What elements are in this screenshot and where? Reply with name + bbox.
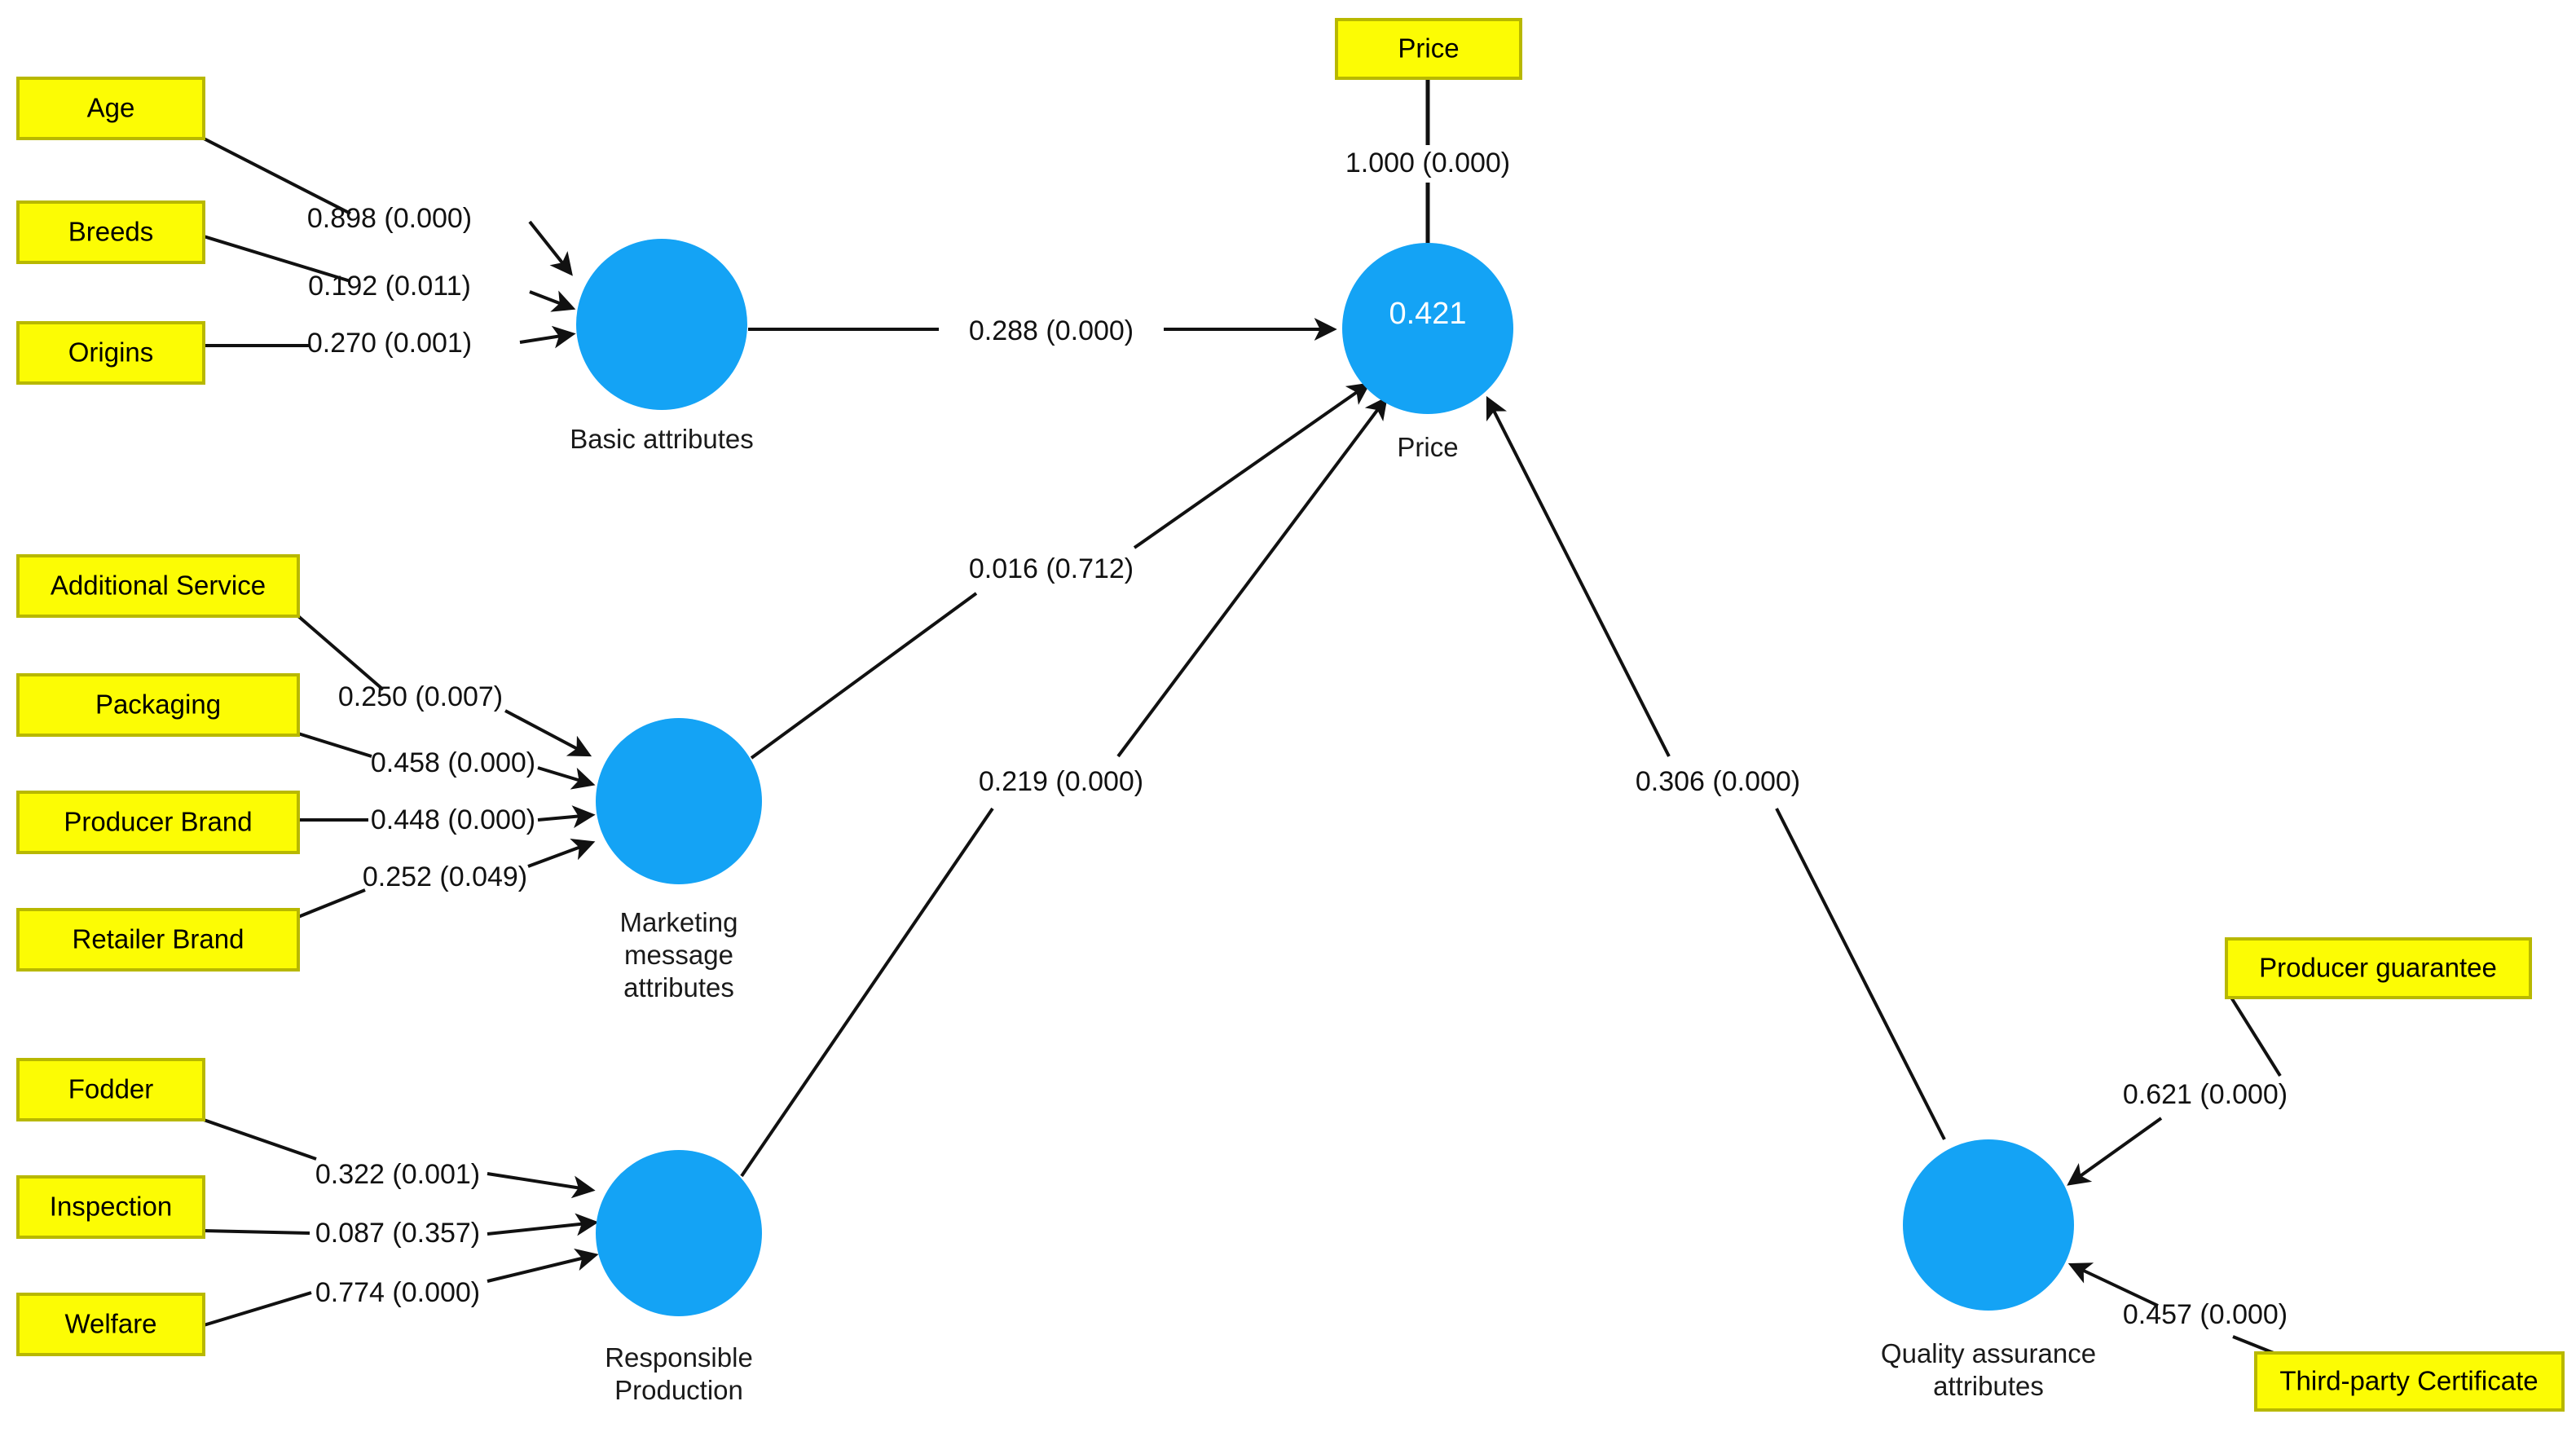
latent-basic-attributes[interactable]: Basic attributes bbox=[570, 239, 754, 454]
indicator-price[interactable]: Price bbox=[1335, 18, 1522, 80]
edge-prodbrand-marketing bbox=[298, 805, 596, 829]
indicator-breeds[interactable]: Breeds bbox=[16, 200, 205, 264]
indicator-fodder[interactable]: Fodder bbox=[16, 1058, 205, 1121]
edge-welfare-responsible bbox=[203, 1248, 599, 1327]
edge-addl-marketing bbox=[297, 615, 592, 757]
latent-caption-marketing-line3: attributes bbox=[623, 972, 734, 1002]
indicator-third-party-certificate[interactable]: Third-party Certificate bbox=[2254, 1351, 2565, 1412]
indicator-producer-guarantee[interactable]: Producer guarantee bbox=[2225, 937, 2532, 999]
edge-age-basic bbox=[203, 137, 573, 276]
edge-origins-basic bbox=[204, 325, 576, 349]
edge-label-fodder-responsible: 0.322 (0.001) bbox=[315, 1159, 480, 1190]
latent-caption-quality-line1: Quality assurance bbox=[1881, 1338, 2096, 1368]
indicator-label-third-party-certificate: Third-party Certificate bbox=[2279, 1366, 2538, 1396]
indicator-origins[interactable]: Origins bbox=[16, 321, 205, 385]
indicator-label-age: Age bbox=[87, 93, 135, 123]
indicator-label-producer-brand: Producer Brand bbox=[64, 807, 252, 837]
latent-responsible-production[interactable]: Responsible Production bbox=[596, 1150, 762, 1405]
latent-caption-responsible-line2: Production bbox=[614, 1375, 743, 1405]
latent-caption-marketing-line1: Marketing bbox=[620, 907, 738, 937]
indicator-label-producer-guarantee: Producer guarantee bbox=[2259, 953, 2497, 983]
edge-layer bbox=[203, 78, 2282, 1355]
edge-breeds-basic bbox=[203, 235, 576, 312]
edge-thirdparty-quality bbox=[2067, 1262, 2274, 1355]
indicator-welfare[interactable]: Welfare bbox=[16, 1293, 205, 1356]
latent-marketing-message-attributes[interactable]: Marketing message attributes bbox=[596, 718, 762, 1002]
edge-label-breeds-basic: 0.192 (0.011) bbox=[308, 271, 471, 302]
latent-caption-price: Price bbox=[1397, 432, 1458, 462]
edge-label-producer-brand-marketing: 0.448 (0.000) bbox=[371, 804, 535, 835]
indicator-layer: Age Breeds Origins Additional Service Pa… bbox=[16, 18, 2565, 1412]
edge-label-marketing-price: 0.016 (0.712) bbox=[969, 553, 1134, 584]
edge-label-additional-service-marketing: 0.250 (0.007) bbox=[338, 681, 503, 712]
edge-label-welfare-responsible: 0.774 (0.000) bbox=[315, 1277, 480, 1308]
edge-label-layer: 0.898 (0.000) 0.192 (0.011) 0.270 (0.001… bbox=[307, 148, 2288, 1330]
edge-label-origins-basic: 0.270 (0.001) bbox=[307, 328, 472, 359]
edge-label-inspection-responsible: 0.087 (0.357) bbox=[315, 1218, 480, 1249]
latent-quality-assurance-attributes[interactable]: Quality assurance attributes bbox=[1881, 1139, 2096, 1401]
latent-value-price: 0.421 bbox=[1389, 297, 1466, 331]
edge-label-price-indicator-price: 1.000 (0.000) bbox=[1345, 148, 1510, 178]
indicator-label-retailer-brand: Retailer Brand bbox=[73, 924, 244, 954]
indicator-producer-brand[interactable]: Producer Brand bbox=[16, 791, 300, 854]
edge-marketing-price bbox=[750, 382, 1371, 760]
latent-caption-basic-attributes: Basic attributes bbox=[570, 424, 754, 454]
indicator-additional-service[interactable]: Additional Service bbox=[16, 554, 300, 618]
latent-caption-marketing-line2: message bbox=[624, 940, 733, 970]
edge-label-age-basic: 0.898 (0.000) bbox=[307, 203, 472, 234]
edge-label-packaging-marketing: 0.458 (0.000) bbox=[371, 747, 535, 778]
indicator-inspection[interactable]: Inspection bbox=[16, 1175, 205, 1239]
latent-caption-responsible-line1: Responsible bbox=[605, 1342, 753, 1373]
indicator-label-origins: Origins bbox=[68, 337, 154, 368]
edge-quality-price bbox=[1486, 395, 1946, 1140]
edge-label-responsible-price: 0.219 (0.000) bbox=[979, 766, 1143, 797]
edge-packaging-marketing bbox=[297, 732, 596, 790]
indicator-label-fodder: Fodder bbox=[68, 1074, 154, 1104]
indicator-retailer-brand[interactable]: Retailer Brand bbox=[16, 908, 300, 972]
latent-price[interactable]: 0.421 Price bbox=[1342, 243, 1513, 462]
latent-layer: Basic attributes Marketing message attri… bbox=[570, 239, 2096, 1405]
indicator-age[interactable]: Age bbox=[16, 77, 205, 140]
edge-fodder-responsible bbox=[203, 1118, 596, 1199]
edge-label-quality-price: 0.306 (0.000) bbox=[1636, 766, 1800, 797]
indicator-label-additional-service: Additional Service bbox=[51, 571, 266, 601]
edge-label-basic-price: 0.288 (0.000) bbox=[969, 315, 1134, 346]
indicator-packaging[interactable]: Packaging bbox=[16, 673, 300, 737]
edge-label-third-party-quality: 0.457 (0.000) bbox=[2123, 1299, 2288, 1330]
indicator-label-price: Price bbox=[1398, 33, 1459, 64]
edge-prodguar-quality bbox=[2067, 996, 2282, 1186]
edge-label-producer-guarantee-quality: 0.621 (0.000) bbox=[2123, 1079, 2288, 1110]
edge-retbrand-marketing bbox=[297, 839, 596, 919]
edge-label-retailer-brand-marketing: 0.252 (0.049) bbox=[363, 861, 527, 892]
edge-inspection-responsible bbox=[203, 1213, 599, 1236]
indicator-label-welfare: Welfare bbox=[64, 1309, 156, 1339]
indicator-label-packaging: Packaging bbox=[95, 690, 221, 720]
indicator-label-inspection: Inspection bbox=[50, 1192, 172, 1222]
edge-responsible-price bbox=[740, 396, 1388, 1178]
indicator-label-breeds: Breeds bbox=[68, 217, 154, 247]
latent-caption-quality-line2: attributes bbox=[1933, 1371, 2044, 1401]
